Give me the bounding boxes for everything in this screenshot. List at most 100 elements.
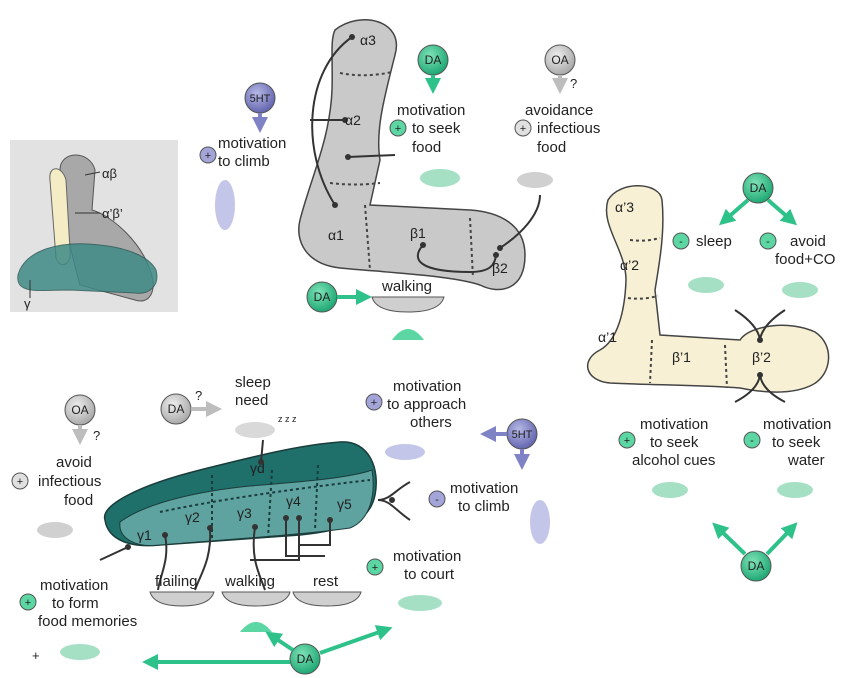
inset-label-apbp: α’β’ <box>102 206 123 221</box>
svg-text:+: + <box>624 435 630 447</box>
apbp-water-text2: to seek <box>772 434 821 451</box>
g-5ht-label: 5HT <box>512 429 533 441</box>
fly-g-walking-icon <box>240 622 272 632</box>
fly-climb-icon <box>215 180 235 230</box>
apbp-lobe-group: α’3 α’2 α’1 β’1 β’2 DA - sleep - avoid f… <box>588 173 836 581</box>
fly-avoid-co2-icon <box>782 282 818 298</box>
g-walking-text: walking <box>224 573 275 590</box>
ab-seek-text3: food <box>412 139 441 156</box>
ab-a3: α3 <box>360 32 376 48</box>
fly-sleep-need-icon <box>235 422 275 438</box>
ab-da-label: DA <box>425 53 442 67</box>
apbp-sleep-text: sleep <box>696 233 732 250</box>
apbp-avoid-text1: avoid <box>790 233 826 250</box>
ball-flailing-icon <box>150 592 214 606</box>
ball-rest-icon <box>293 592 361 606</box>
svg-text:-: - <box>750 435 754 447</box>
fly-g-climb-icon <box>530 500 550 544</box>
ball-walking-g-icon <box>222 592 290 606</box>
g-g4: γ4 <box>286 493 301 509</box>
g-appr-text2: to approach <box>387 396 466 413</box>
svg-text:-: - <box>435 494 439 506</box>
svg-text:-: - <box>679 236 683 248</box>
fly-water-icon <box>777 482 813 498</box>
g-oa-question: ? <box>93 428 100 443</box>
g-da-question: ? <box>195 388 202 403</box>
g-rest-text: rest <box>313 573 339 590</box>
g-sleep-text1: sleep <box>235 374 271 391</box>
svg-text:+: + <box>32 648 40 663</box>
ab-da-walk-label: DA <box>314 290 331 304</box>
g-court-text2: to court <box>404 566 455 583</box>
g-g2: γ2 <box>185 509 200 525</box>
fly-walking-icon <box>392 329 424 340</box>
g-avoid-text3: food <box>64 492 93 509</box>
fly-seek-icon <box>420 169 460 187</box>
ab-seek-text2: to seek <box>412 120 461 137</box>
g-climb-text2: to climb <box>458 498 510 515</box>
g-appr-text1: motivation <box>393 378 461 395</box>
ab-avoid-text3: food <box>537 139 566 156</box>
ab-avoid-text1: avoidance <box>525 102 593 119</box>
ball-walking-icon <box>372 297 444 312</box>
svg-text:+: + <box>17 476 23 488</box>
ab-avoid-text2: infectious <box>537 120 600 137</box>
g-lobe-group: γd γ1 γ2 γ3 γ4 γ5 OA ? avoid + infectiou… <box>12 374 550 674</box>
apbp-water-text3: water <box>787 452 825 469</box>
svg-text:+: + <box>372 562 378 574</box>
apbp-b2: β’2 <box>752 349 771 365</box>
apbp-a3: α’3 <box>615 199 634 215</box>
apbp-a1: α’1 <box>598 329 617 345</box>
ab-climb-text1: motivation <box>218 135 286 152</box>
apbp-alc-text2: to seek <box>650 434 699 451</box>
ab-seek-text1: motivation <box>397 102 465 119</box>
g-avoid-text1: avoid <box>56 454 92 471</box>
g-mem-text2: to form <box>52 595 99 612</box>
g-mem-text3: food memories <box>38 613 137 630</box>
fly-avoid-icon <box>517 172 553 188</box>
apbp-da-top-label: DA <box>750 181 767 195</box>
g-zzz: z z z <box>278 414 297 424</box>
g-sleep-text2: need <box>235 392 268 409</box>
apbp-da-bottom-label: DA <box>748 559 765 573</box>
svg-text:+: + <box>205 150 211 162</box>
apbp-avoid-text2: food+CO <box>775 251 835 268</box>
ab-climb-text2: to climb <box>218 153 270 170</box>
g-da-bottom-label: DA <box>297 652 314 666</box>
ab-b2: β2 <box>492 260 508 276</box>
apbp-b1: β’1 <box>672 349 691 365</box>
g-avoid-text2: infectious <box>38 473 101 490</box>
inset-label-g: γ <box>24 296 31 311</box>
ab-a2: α2 <box>345 112 361 128</box>
g-appr-text3: others <box>410 414 452 431</box>
fly-court-icon <box>398 595 442 611</box>
fly-memory-icon <box>60 644 100 660</box>
ab-b1: β1 <box>410 225 426 241</box>
ab-lobe-group: α3 α2 α1 β1 β2 5HT + motivation to climb… <box>200 20 600 340</box>
svg-text:+: + <box>395 123 401 135</box>
svg-text:+: + <box>520 123 526 135</box>
fly-approach-icon <box>385 444 425 460</box>
g-g3: γ3 <box>237 505 252 521</box>
svg-text:+: + <box>25 597 31 609</box>
ab-5ht-label: 5HT <box>250 93 271 105</box>
svg-text:+: + <box>371 397 377 409</box>
inset-label-ab: αβ <box>102 166 117 181</box>
fly-alcohol-icon <box>652 482 688 498</box>
apbp-a2: α’2 <box>620 257 639 273</box>
ab-oa-question: ? <box>570 76 577 91</box>
apbp-alc-text1: motivation <box>640 416 708 433</box>
g-mem-text1: motivation <box>40 577 108 594</box>
g-da-sleep-label: DA <box>168 402 185 416</box>
g-court-text1: motivation <box>393 548 461 565</box>
g-climb-text1: motivation <box>450 480 518 497</box>
fly-g-avoid-icon <box>37 522 73 538</box>
svg-text:-: - <box>766 236 770 248</box>
apbp-water-text1: motivation <box>763 416 831 433</box>
ab-a1: α1 <box>328 227 344 243</box>
ab-walking-text: walking <box>381 278 432 295</box>
g-flailing-text: flailing <box>155 573 198 590</box>
g-g1: γ1 <box>137 527 152 543</box>
ab-oa-label: OA <box>551 53 568 67</box>
